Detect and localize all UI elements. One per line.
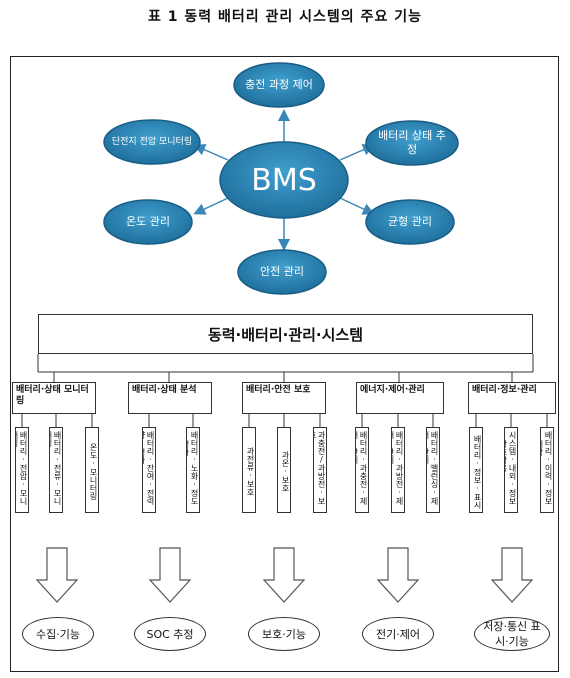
leaf-1-1: 배터리·전압·모니터링 <box>15 427 29 513</box>
leaf-5-2: 시스템·내외·정보·상호작용 <box>504 427 518 513</box>
leaf-1-2: 배터리·전류·모니터링 <box>49 427 63 513</box>
oval-balance-label: 균형 관리 <box>388 215 432 228</box>
oval-soc <box>365 120 459 166</box>
leaf-4-1: 배터리·과충전·제어·관리 <box>355 427 369 513</box>
oval-safety <box>237 249 327 295</box>
leaf-3-2: 과온·보호 <box>277 427 291 513</box>
arrow-to-temp <box>193 197 229 215</box>
oval-temp-label: 온도 관리 <box>126 215 170 228</box>
category-box-1: 배터리·상태 모니터링 <box>12 382 96 414</box>
oval-temp <box>103 199 193 245</box>
down-arrow-1 <box>35 547 79 603</box>
down-arrow-2 <box>148 547 192 603</box>
main-system-box: 동력·배터리·관리·시스템 <box>38 314 533 354</box>
table-caption: 표 1 동력 배터리 관리 시스템의 주요 기능 <box>148 9 422 25</box>
output-storage-comm: 저장·통신 표시·기능 <box>474 617 550 651</box>
down-arrow-4 <box>376 547 420 603</box>
arrow-to-cell <box>193 144 229 161</box>
leaf-3-1: 과전류·보호 <box>242 427 256 513</box>
category-box-2: 배터리·상태 분석 <box>128 382 212 414</box>
leaf-1-3: 온도·모니터링 <box>85 427 99 513</box>
leaf-5-1: 배터리·정보·표시 <box>469 427 483 513</box>
output-protection: 보호·기능 <box>248 617 320 651</box>
leaf-2-1: 배터리·잔여·전력량·평가 <box>142 427 156 513</box>
leaf-3-3: 과충전/과방전·보호 <box>313 427 327 513</box>
output-electric-control: 전기·제어 <box>362 617 434 651</box>
category-box-4: 에너지·제어·관리 <box>356 382 444 414</box>
leaf-4-3: 배터리·밸런싱·제어·관리 <box>426 427 440 513</box>
oval-cell-label: 단전지 전압 모니터링 <box>111 137 193 147</box>
arrow-to-balance <box>339 197 375 215</box>
diagram-frame <box>10 56 559 672</box>
oval-cell <box>103 119 201 165</box>
oval-safety-label: 안전 관리 <box>260 265 304 278</box>
category-box-3: 배터리·안전 보호 <box>242 382 326 414</box>
down-arrow-3 <box>262 547 306 603</box>
oval-charge-label: 충전 과정 제어 <box>245 78 313 91</box>
output-soc: SOC 추정 <box>134 617 206 651</box>
leaf-2-2: 배터리·노화·정도·평가 <box>186 427 200 513</box>
bms-label: BMS <box>251 162 317 198</box>
oval-balance <box>365 199 455 245</box>
output-collection: 수집·기능 <box>22 617 94 651</box>
category-box-5: 배터리·정보·관리 <box>468 382 556 414</box>
leaf-4-2: 배터리·과방전·제어·관리 <box>391 427 405 513</box>
oval-charge <box>233 62 325 108</box>
down-arrow-5 <box>490 547 534 603</box>
oval-soc-label: 배터리 상태 추정 <box>378 129 446 156</box>
leaf-5-3: 배터리·이력·정보·저장 <box>540 427 554 513</box>
bms-oval <box>219 141 349 219</box>
